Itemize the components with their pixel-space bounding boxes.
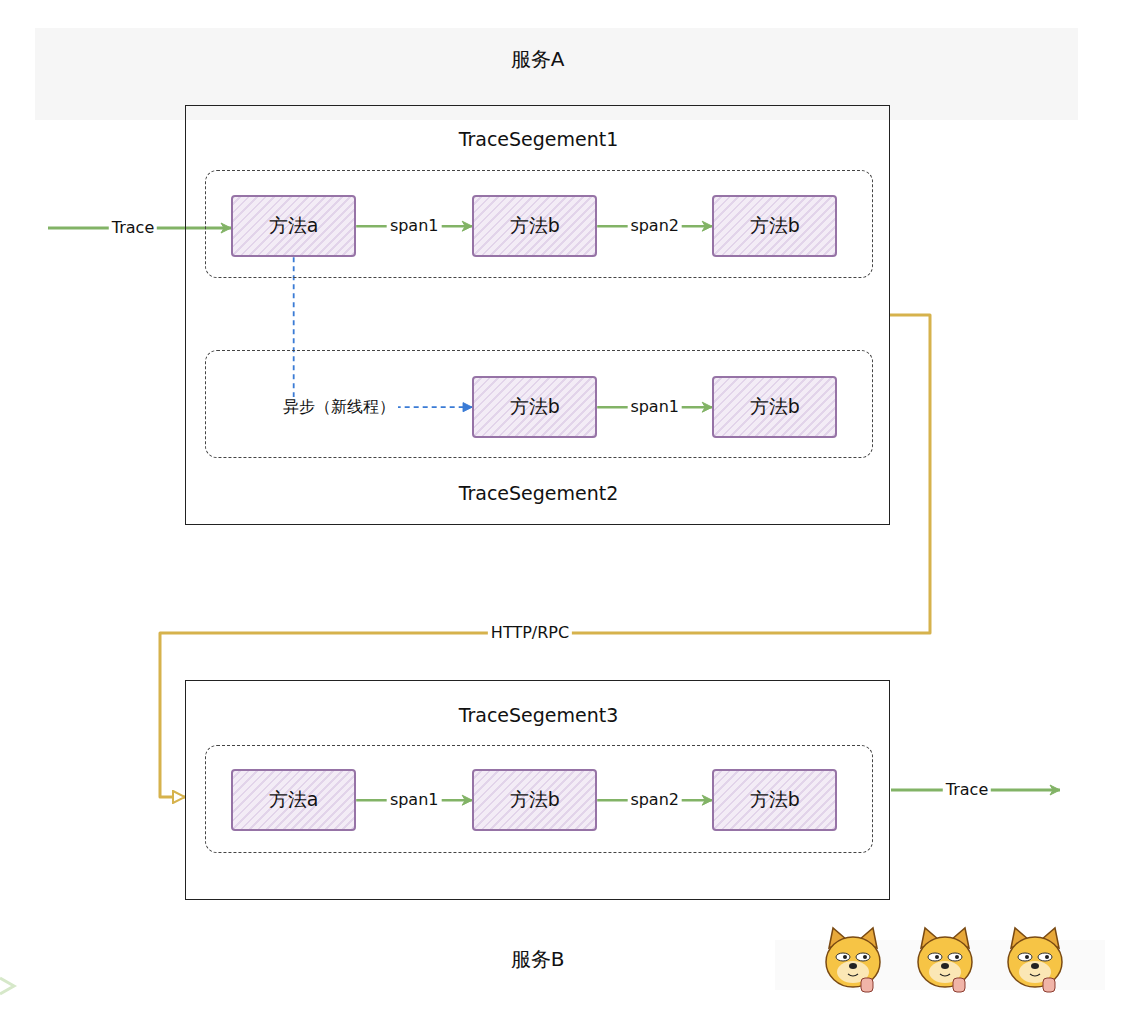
edge-label: span1	[387, 790, 442, 810]
header-band	[35, 28, 1078, 120]
box-label: 方法b	[510, 787, 560, 813]
doge-emoji	[826, 928, 880, 992]
edge-label: span1	[627, 397, 682, 417]
box-heading: TraceSegement2	[206, 482, 872, 504]
corner-mark	[0, 978, 14, 994]
box-label: 方法b	[750, 787, 800, 813]
doge-emoji	[1008, 928, 1062, 992]
method-box: 方法b	[712, 376, 837, 438]
box-label: 方法b	[510, 394, 560, 420]
box-heading: TraceSegement3	[206, 704, 872, 726]
rpc-connector	[160, 315, 930, 797]
method-box: 方法b	[472, 376, 597, 438]
box-heading: TraceSegement1	[206, 128, 872, 150]
edge-label: span2	[627, 790, 682, 810]
doge-emoji	[918, 928, 972, 992]
box-label: 方法b	[510, 213, 560, 239]
box-heading: 服务A	[186, 46, 889, 73]
edge-label: HTTP/RPC	[488, 623, 572, 643]
trace-segment-box: TraceSegement1方法a方法b方法b	[205, 170, 873, 278]
service-box: 服务BTraceSegement3方法a方法b方法b	[185, 680, 890, 900]
box-heading: 服务B	[186, 946, 889, 973]
trace-label: Trace	[943, 780, 991, 800]
method-box: 方法b	[472, 769, 597, 831]
method-box: 方法b	[712, 769, 837, 831]
service-box: 服务ATraceSegement1方法a方法b方法bTraceSegement2…	[185, 105, 890, 525]
trace-segment-box: TraceSegement3方法a方法b方法b	[205, 745, 873, 853]
edge-label: 异步（新线程）	[280, 397, 398, 417]
async-arrow	[294, 257, 473, 407]
method-box: 方法a	[231, 769, 356, 831]
trace-label: Trace	[109, 218, 157, 238]
method-box: 方法b	[472, 195, 597, 257]
box-label: 方法b	[750, 213, 800, 239]
box-label: 方法a	[269, 213, 319, 239]
edge-label: span2	[627, 216, 682, 236]
method-box: 方法b	[712, 195, 837, 257]
method-box: 方法a	[231, 195, 356, 257]
edge-label: span1	[387, 216, 442, 236]
box-label: 方法a	[269, 787, 319, 813]
box-label: 方法b	[750, 394, 800, 420]
